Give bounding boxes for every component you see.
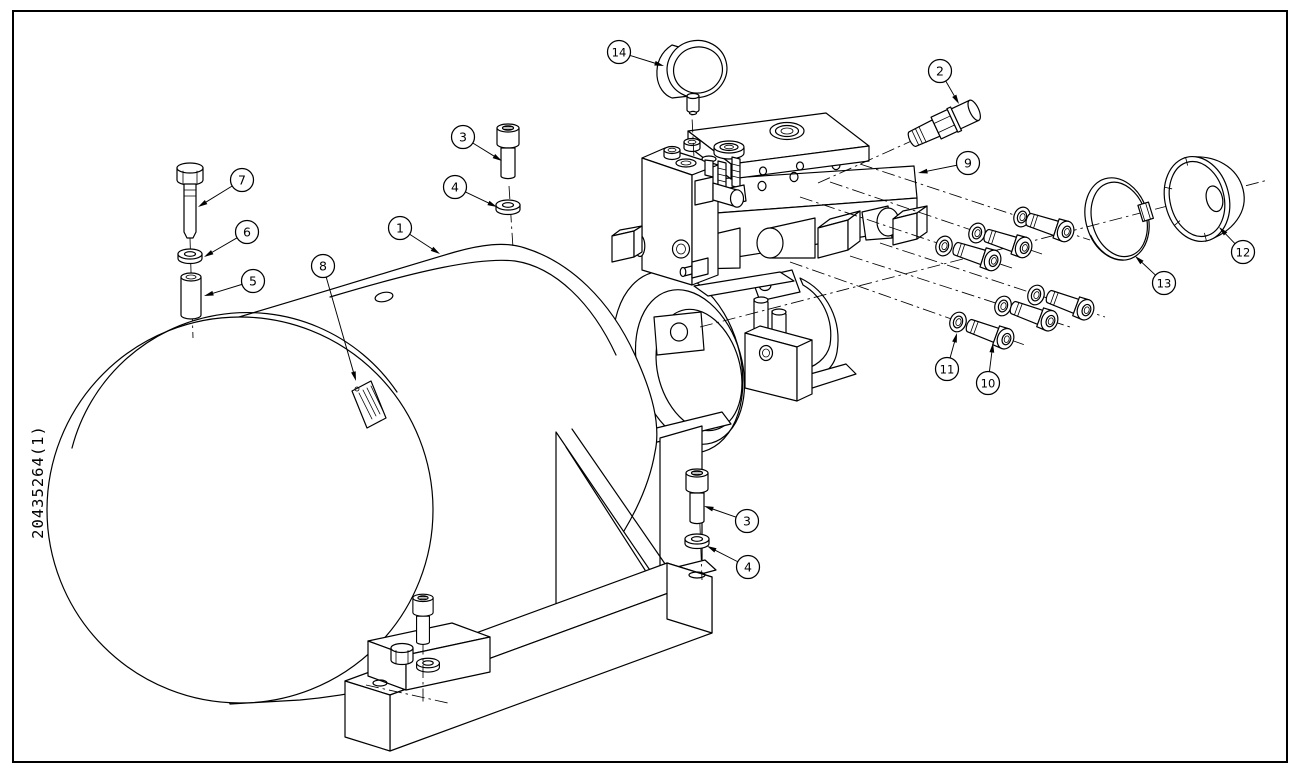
svg-text:2: 2	[936, 63, 944, 78]
washer-4-bottom	[684, 533, 710, 550]
clamp-ring	[1084, 177, 1154, 261]
callout-balloon-10-11: 10	[975, 343, 1001, 396]
callout-balloon-8-7: 8	[310, 253, 356, 381]
end-cap	[1163, 155, 1245, 243]
callout-balloon-3-2: 3	[450, 124, 502, 161]
svg-text:5: 5	[249, 273, 257, 288]
svg-text:10: 10	[981, 376, 996, 390]
nameplate	[351, 380, 387, 429]
svg-text:12: 12	[1236, 245, 1251, 259]
svg-text:3: 3	[459, 129, 467, 144]
svg-text:8: 8	[319, 258, 327, 273]
callout-balloon-6-5: 6	[204, 219, 260, 257]
pump-pin	[753, 296, 769, 335]
svg-text:13: 13	[1157, 276, 1172, 290]
part-number-label: 20435264(1)	[29, 425, 47, 539]
svg-text:14: 14	[612, 45, 627, 59]
washer-4-top	[495, 199, 521, 216]
callout-balloon-12-12: 12	[1219, 227, 1256, 265]
callout-balloon-1-0: 1	[387, 215, 440, 254]
lifting-hole	[374, 291, 394, 303]
callout-balloon-2-1: 2	[927, 58, 959, 104]
manifold-top-boss	[769, 121, 805, 141]
svg-text:7: 7	[238, 172, 246, 187]
electric-motor	[46, 243, 658, 705]
svg-text:11: 11	[940, 362, 955, 376]
foot-hex-bolt	[390, 642, 414, 666]
svg-text:3: 3	[743, 513, 751, 528]
washer-6	[177, 248, 203, 265]
pressure-gauge	[656, 39, 728, 116]
callout-balloon-5-6: 5	[204, 268, 266, 296]
svg-text:6: 6	[243, 224, 251, 239]
svg-text:4: 4	[451, 179, 459, 194]
callout-balloon-13-13: 13	[1135, 256, 1177, 296]
callout-balloon-9-8: 9	[918, 150, 981, 176]
hydraulic-fitting	[907, 99, 981, 147]
callout-balloon-14-9: 14	[606, 39, 664, 66]
spacer-5	[180, 272, 202, 320]
motor-end-face	[46, 316, 434, 704]
callout-balloon-3-14: 3	[704, 506, 760, 534]
callout-balloon-4-15: 4	[707, 546, 761, 580]
callout-balloon-4-3: 4	[442, 174, 497, 207]
svg-text:4: 4	[744, 559, 752, 574]
hex-bolt-7	[176, 162, 204, 239]
svg-text:1: 1	[396, 220, 404, 235]
manifold-port-fittings	[611, 137, 747, 279]
callout-balloon-11-10: 11	[934, 333, 960, 382]
callout-balloon-7-4: 7	[198, 167, 255, 207]
svg-text:9: 9	[964, 155, 972, 170]
foot-washer	[416, 657, 440, 673]
